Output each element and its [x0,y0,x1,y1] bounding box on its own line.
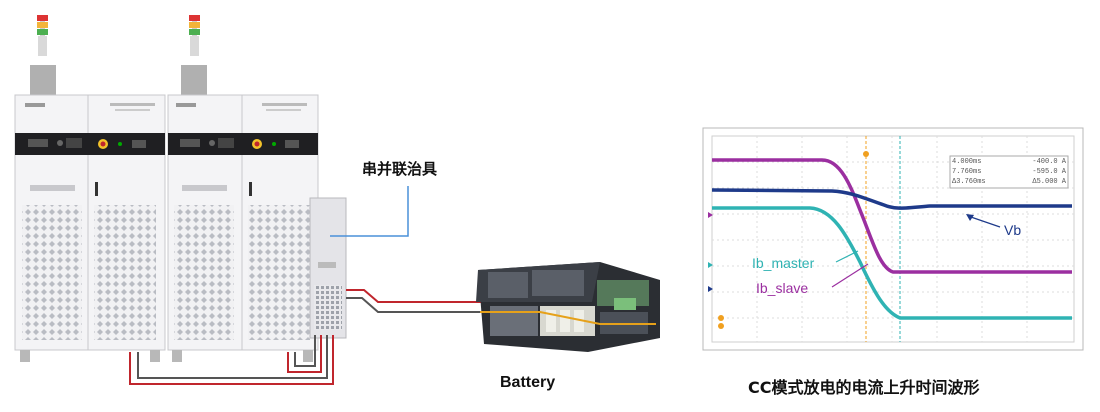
ib-slave-arrow [831,263,869,288]
waveform-caption: CC模式放电的电流上升时间波形 [748,378,980,397]
readout-time-a: 4.000ms [952,158,982,166]
readout-value-b: -595.0 A [1032,168,1066,176]
trace-vb [711,188,1072,210]
trace-ib-master [712,206,1072,320]
trace-ib-slave [712,158,1072,274]
fixture-callout-line [330,186,409,237]
trace-label-ib-slave: Ib_slave [756,280,809,296]
ib-master-arrow [835,250,859,263]
tester-cabinet-2 [167,15,319,362]
readout-value-delta: Δ5.000 A [1032,178,1066,186]
vb-arrow [967,215,1001,228]
readout-time-b: 7.760ms [952,168,982,176]
readout-value-a: -400.0 A [1032,158,1066,166]
oscilloscope-screen [702,127,1084,351]
fixture-label: 串并联治具 [362,160,438,178]
trace-label-vb: Vb [1004,222,1022,238]
loop-cables [129,335,334,385]
scope-readout: 4.000ms -400.0 A 7.760ms -595.0 A Δ3.760ms… [952,157,1066,187]
trace-label-ib-master: Ib_master [752,255,815,271]
tester-cabinet-1 [14,15,166,362]
battery-cables [346,289,484,313]
readout-time-delta: Δ3.760ms [952,178,986,186]
battery-pack [476,262,660,352]
fixture-box [309,197,347,339]
battery-caption: Battery [500,374,556,391]
